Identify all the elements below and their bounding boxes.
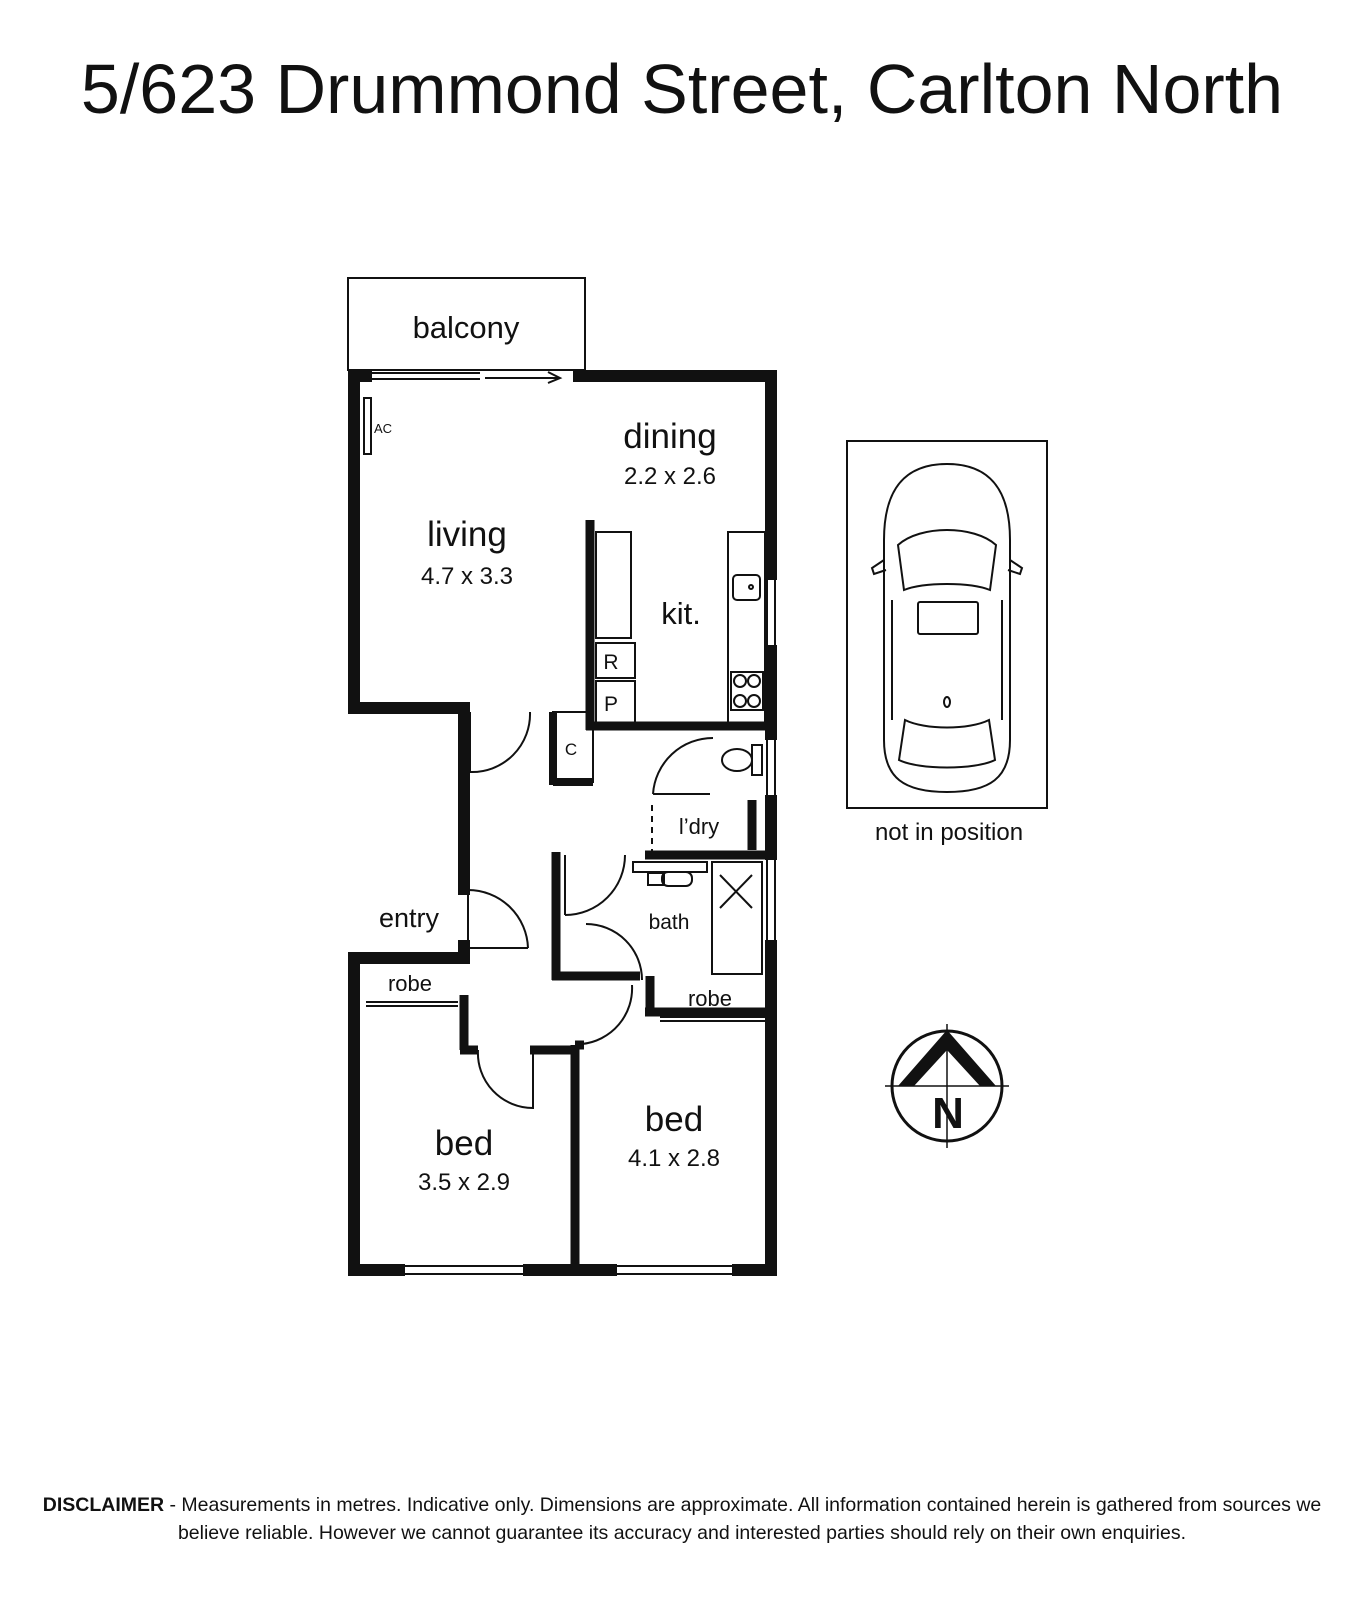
dining-size: 2.2 x 2.6 — [624, 463, 716, 490]
entry-label: entry — [379, 903, 440, 933]
north-arrow-icon: N — [885, 1024, 1009, 1148]
ac-label: AC — [374, 421, 392, 436]
bath-label: bath — [649, 911, 690, 934]
compass-letter: N — [932, 1089, 964, 1138]
pantry-label: P — [604, 693, 618, 716]
bed-left-size: 3.5 x 2.9 — [418, 1169, 510, 1196]
disclaimer-label: DISCLAIMER — [42, 1494, 165, 1516]
robe-left-label: robe — [388, 971, 432, 996]
laundry-label: l’dry — [679, 814, 719, 839]
windows — [372, 371, 776, 1275]
cupboard-label: C — [565, 740, 577, 759]
living-label: living — [427, 515, 507, 554]
kitchen-label: kit. — [661, 596, 701, 631]
exterior-walls — [348, 370, 777, 1276]
living-size: 4.7 x 3.3 — [421, 563, 513, 590]
page-title: 5/623 Drummond Street, Carlton North — [80, 50, 1284, 128]
car-space — [846, 440, 1048, 809]
parking-caption: not in position — [875, 819, 1023, 846]
fridge-label: R — [603, 651, 618, 674]
car-icon — [870, 462, 1024, 794]
balcony-outline — [347, 277, 586, 371]
robe-right-label: robe — [688, 986, 732, 1011]
balcony-label: balcony — [413, 310, 520, 345]
disclaimer-text: - Measurements in metres. Indicative onl… — [164, 1494, 1322, 1544]
disclaimer: DISCLAIMER - Measurements in metres. Ind… — [40, 1491, 1324, 1547]
bed-left-label: bed — [435, 1124, 493, 1163]
bed-right-label: bed — [645, 1100, 703, 1139]
dining-label: dining — [623, 417, 716, 456]
interior-walls — [459, 520, 771, 1276]
fixtures — [363, 397, 766, 1110]
bed-right-size: 4.1 x 2.8 — [628, 1145, 720, 1172]
